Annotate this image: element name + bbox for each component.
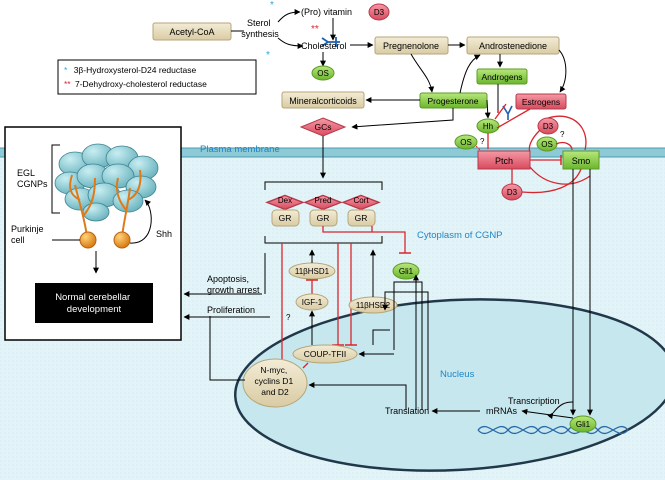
asterisk-marker-bottom: * <box>266 50 270 61</box>
cholesterol-label: Cholesterol <box>301 41 347 51</box>
svg-text:Normal cerebellar develo: Normal cerebellar development <box>55 292 133 315</box>
svg-text:Androstenedione: Androstenedione <box>479 41 547 51</box>
legend-box: * 3β-Hydroxysterol-D24 reductase ** 7-De… <box>57 59 257 95</box>
svg-text:Pregnenolone: Pregnenolone <box>383 41 439 51</box>
question-mark-os: ? <box>480 137 485 146</box>
svg-text:Pred: Pred <box>315 196 332 205</box>
cgnp-cluster <box>54 143 159 222</box>
d3-node-top: D3 <box>368 3 390 21</box>
question-mark-nmyc: ? <box>286 313 291 322</box>
pred-node: Pred <box>303 194 343 211</box>
svg-text:Gli1: Gli1 <box>576 420 591 429</box>
svg-text:OS: OS <box>317 69 329 78</box>
androgens-box: Androgens <box>476 68 528 85</box>
question-mark-smo: ? <box>560 130 565 139</box>
shh-label: Shh <box>156 229 172 239</box>
svg-text:11βHSD2: 11βHSD2 <box>356 301 391 310</box>
svg-text:Progesterone: Progesterone <box>427 96 478 106</box>
svg-text:** 7-Dehydroxy-cholester: ** 7-Dehydroxy-cholesterol reductase <box>64 79 207 89</box>
svg-text:Hh: Hh <box>483 122 493 131</box>
pro-vitamin-label: (Pro) vitamin <box>301 7 352 17</box>
d3-node-upper: D3 <box>537 117 559 135</box>
svg-text:N-myc, cyclins D1: N-myc, cyclins D1 and D2 <box>254 365 295 397</box>
svg-text:Estrogens: Estrogens <box>522 97 560 107</box>
svg-text:GR: GR <box>355 213 368 223</box>
dna-helix <box>477 425 629 435</box>
cytoplasm-label: Cytoplasm of CGNP <box>417 230 503 241</box>
progesterone-box: Progesterone <box>419 92 488 109</box>
svg-text:Dex: Dex <box>278 196 292 205</box>
asterisk-marker-top: * <box>270 0 274 11</box>
svg-text:Acetyl-CoA: Acetyl-CoA <box>169 27 214 37</box>
sterol-synthesis-label: Sterol synthesis <box>241 18 279 39</box>
coup-tfii-node: COUP-TFII <box>292 344 358 364</box>
svg-text:Mineralcorticoids: Mineralcorticoids <box>289 96 357 106</box>
svg-text:D3: D3 <box>543 122 554 131</box>
svg-text:IGF-1: IGF-1 <box>302 298 323 307</box>
os-node-left: OS <box>454 134 478 150</box>
mineralcorticoids-box: Mineralcorticoids <box>281 91 365 109</box>
double-asterisk-marker: ** <box>311 24 319 35</box>
svg-text:GCs: GCs <box>315 122 332 132</box>
hsd2-node: 11βHSD2 <box>348 296 398 314</box>
gli1-node-nucleus: Gli1 <box>569 415 597 433</box>
gli1-node-cytoplasm: Gli1 <box>392 262 420 280</box>
os-node-top: OS <box>311 65 335 81</box>
translation-label: Translation <box>385 406 429 416</box>
svg-text:D3: D3 <box>507 188 518 197</box>
purkinje-cell-right <box>113 231 131 249</box>
purkinje-cell-left <box>79 231 97 249</box>
smo-box: Smo <box>562 150 600 170</box>
svg-text:COUP-TFII: COUP-TFII <box>304 349 347 359</box>
gr-box-1: GR <box>271 209 300 227</box>
svg-text:Androgens: Androgens <box>481 72 522 82</box>
svg-text:* 3β-Hydroxysterol-D24 r: * 3β-Hydroxysterol-D24 reductase <box>64 65 196 75</box>
ptch-box: Ptch <box>477 150 531 170</box>
igf1-node: IGF-1 <box>295 293 329 311</box>
apoptosis-label: Apoptosis, growth arrest <box>207 274 260 295</box>
egl-label: EGL CGNPs <box>17 168 48 189</box>
dex-node: Dex <box>265 194 305 211</box>
pregnenolone-box: Pregnenolone <box>374 36 449 55</box>
svg-text:OS: OS <box>541 140 553 149</box>
svg-text:Gli1: Gli1 <box>399 267 414 276</box>
mrnas-label: mRNAs <box>486 406 517 416</box>
svg-text:GR: GR <box>279 213 292 223</box>
gr-box-3: GR <box>347 209 376 227</box>
hh-node: Hh <box>476 118 500 134</box>
os-node-right: OS <box>536 136 558 152</box>
svg-text:Cort: Cort <box>353 196 369 205</box>
d3-node-lower: D3 <box>501 183 523 201</box>
androstenedione-box: Androstenedione <box>466 36 560 55</box>
gcs-node: GCs <box>299 117 347 137</box>
estrogens-box: Estrogens <box>515 93 567 110</box>
cort-node: Cort <box>341 194 381 211</box>
svg-text:GR: GR <box>317 213 330 223</box>
purkinje-label: Purkinje cell <box>11 224 46 245</box>
egl-bracket <box>51 144 60 214</box>
nucleus-label: Nucleus <box>440 369 475 380</box>
hsd1-node: 11βHSD1 <box>288 262 336 280</box>
inhibitor-icon-hh <box>502 105 513 120</box>
proliferation-label: Proliferation <box>207 305 255 315</box>
svg-text:11βHSD1: 11βHSD1 <box>295 267 330 276</box>
normal-development-box: Normal cerebellar development <box>35 283 153 323</box>
gr-box-2: GR <box>309 209 338 227</box>
svg-text:OS: OS <box>460 138 472 147</box>
transcription-label: Transcription <box>508 396 560 406</box>
svg-text:D3: D3 <box>374 8 385 17</box>
plasma-membrane-label: Plasma membrane <box>200 144 280 155</box>
acetyl-coa-box: Acetyl-CoA <box>152 22 232 41</box>
svg-text:Smo: Smo <box>572 156 591 166</box>
svg-text:Ptch: Ptch <box>495 156 513 166</box>
inhibitor-icon-top <box>321 37 340 47</box>
nmyc-node: N-myc, cyclins D1 and D2 <box>242 358 308 408</box>
